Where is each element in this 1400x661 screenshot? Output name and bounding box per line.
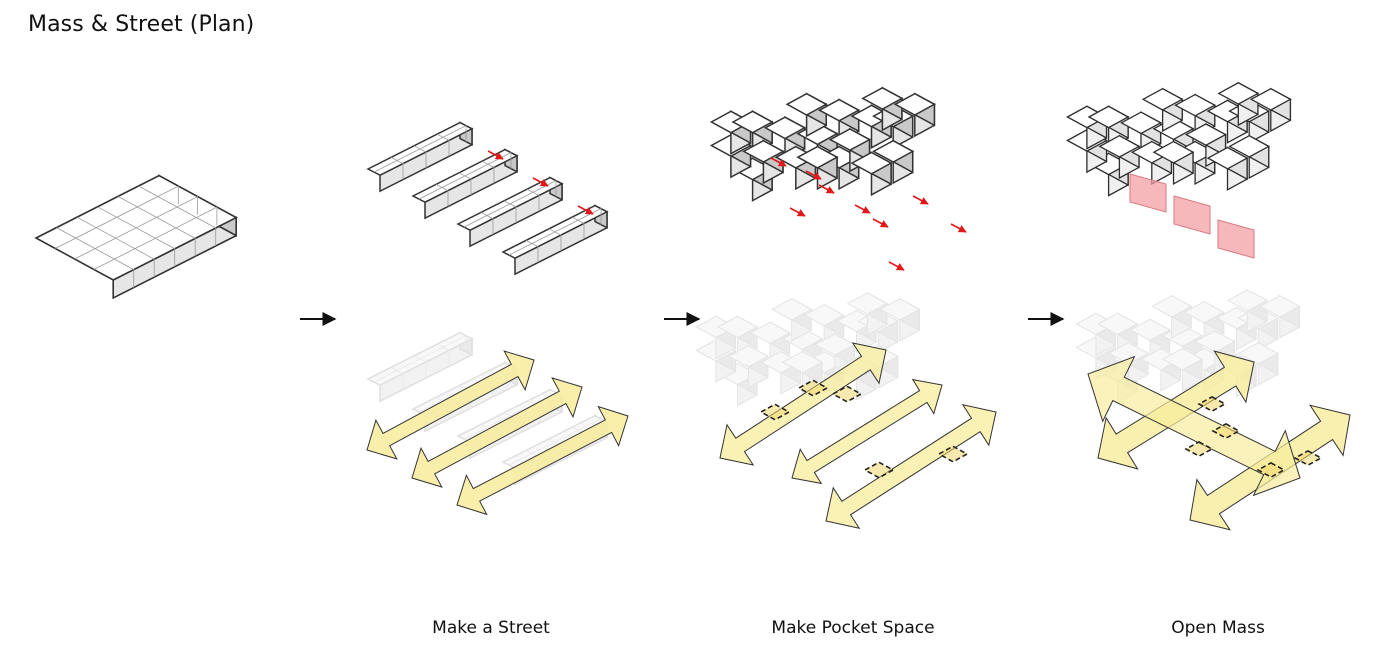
- step-caption-pocket: Make Pocket Space: [771, 618, 935, 638]
- mass-box: [709, 110, 753, 155]
- red-arrow-icon: [487, 150, 504, 160]
- mass-box: [716, 362, 759, 407]
- pocket-space-marker: [1184, 440, 1214, 458]
- mass-box: [1259, 294, 1301, 339]
- mass-box: [872, 139, 915, 185]
- mass-box: [846, 291, 888, 336]
- ghost-street-bar: [366, 331, 474, 403]
- step-caption-street: Make a Street: [432, 618, 550, 638]
- mass-box: [828, 127, 872, 173]
- grid-lines: [373, 335, 467, 390]
- pocket-space-marker: [937, 445, 969, 463]
- original-mass-block: [34, 174, 238, 300]
- open-mass-top: [1066, 81, 1292, 259]
- double-headed-arrow-icon: [791, 378, 943, 485]
- street-bar: [411, 148, 519, 220]
- mass-box: [1217, 81, 1260, 127]
- grid-lines: [55, 185, 218, 288]
- grid-lines: [418, 152, 512, 207]
- step-caption-open-mass: Open Mass: [1171, 618, 1265, 638]
- open-passage-highlight: [1217, 219, 1255, 259]
- ghost-cluster: [695, 291, 921, 407]
- mass-box: [727, 344, 770, 389]
- grid-lines: [508, 208, 602, 263]
- mass-box: [879, 297, 921, 342]
- mass-box: [861, 86, 904, 132]
- red-arrow-icon: [789, 207, 806, 217]
- mass-box: [1141, 87, 1184, 133]
- mass-box: [1152, 140, 1195, 185]
- double-headed-arrow-icon: [411, 377, 583, 488]
- mass-box: [1161, 347, 1204, 392]
- pocket-space-marker: [1293, 449, 1323, 467]
- mass-box: [1140, 347, 1182, 392]
- red-arrow-icon: [888, 261, 905, 271]
- open-passage-highlight: [1129, 173, 1167, 213]
- mass-box: [796, 145, 839, 191]
- street-diagram-bottom: [366, 331, 629, 516]
- pocket-diagram-bottom: [695, 291, 997, 529]
- pocket-mass-top: [709, 86, 967, 271]
- mass-box: [1249, 87, 1292, 133]
- pocket-space-marker: [797, 379, 829, 397]
- pocket-space-marker: [759, 403, 791, 421]
- mass-box: [1151, 294, 1193, 339]
- mass-box: [771, 297, 813, 342]
- mass-box: [760, 350, 802, 395]
- double-headed-arrow-icon: [719, 342, 887, 466]
- mass-box: [1183, 300, 1225, 345]
- mass-box: [1237, 341, 1279, 386]
- double-headed-arrow-icon: [1087, 355, 1301, 497]
- street-bar: [456, 176, 564, 248]
- mass-box: [1206, 146, 1249, 191]
- red-arrow-icon: [912, 195, 929, 205]
- mass-box: [1226, 288, 1268, 333]
- mass-box: [1107, 341, 1150, 386]
- grid-lines: [463, 180, 557, 235]
- red-arrow-icon: [805, 170, 822, 180]
- page-title: Mass & Street (Plan): [28, 12, 255, 37]
- mass-box: [785, 92, 828, 138]
- pocket-space-marker: [863, 461, 895, 479]
- mass-box: [1228, 134, 1271, 180]
- double-headed-arrow-icon: [825, 404, 997, 529]
- red-arrow-icon: [950, 223, 967, 233]
- street-bar: [501, 204, 609, 276]
- double-headed-arrow-icon: [456, 405, 629, 516]
- red-arrow-icon: [818, 184, 835, 194]
- red-arrow-icon: [577, 205, 594, 215]
- grid-lines: [373, 125, 467, 180]
- red-arrow-icon: [854, 204, 871, 214]
- pocket-space-marker: [1197, 395, 1227, 413]
- street-bar: [366, 121, 474, 193]
- red-arrow-icon: [770, 157, 787, 167]
- mass-box: [850, 151, 893, 197]
- pocket-space-marker: [1256, 461, 1286, 479]
- open-mass-diagram-bottom: [1075, 288, 1351, 531]
- pocket-space-marker: [831, 385, 863, 403]
- street-mass-top: [366, 121, 609, 276]
- red-arrow-icon: [872, 218, 889, 228]
- open-passage-highlight: [1173, 195, 1211, 235]
- mass-box: [34, 174, 238, 300]
- pocket-space-marker: [1211, 422, 1241, 440]
- mass-box: [1098, 134, 1141, 180]
- double-headed-arrow-icon: [366, 350, 535, 460]
- mass-box: [893, 92, 936, 138]
- red-arrow-icon: [532, 177, 549, 187]
